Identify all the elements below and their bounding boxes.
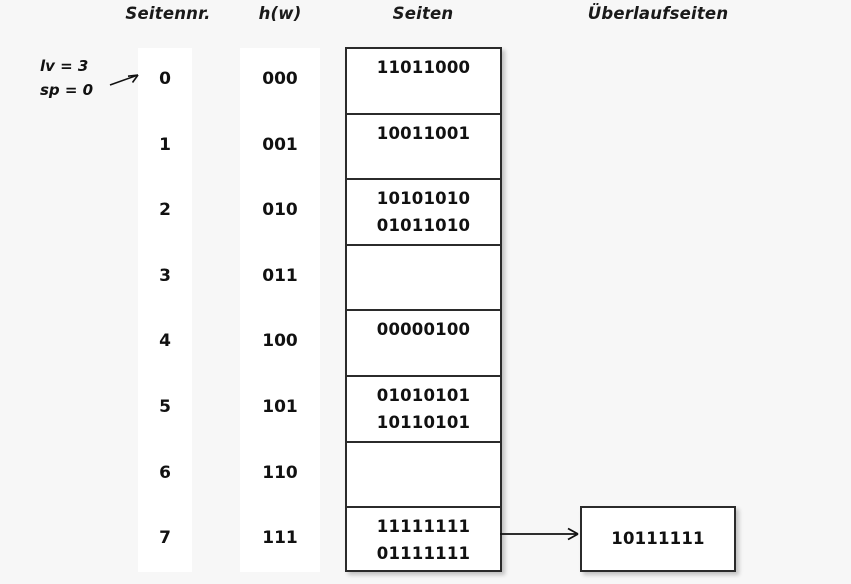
page-row — [347, 443, 500, 509]
column-header-seiten: Seiten — [392, 4, 454, 23]
page-row: 01010101 10110101 — [347, 377, 500, 443]
page-row: 11111111 01111111 — [347, 508, 500, 574]
hw-column-band — [240, 48, 320, 572]
hw-cell: 011 — [262, 265, 298, 286]
level-split-annotation: lv = 3 sp = 0 — [40, 54, 136, 102]
seitennr-cell: 0 — [159, 69, 171, 89]
seitennr-cell: 6 — [159, 462, 171, 483]
page-row: 10011001 — [347, 115, 500, 181]
page-entry: 10011001 — [376, 123, 471, 143]
hw-cell: 101 — [262, 397, 298, 417]
page-row: 10101010 01011010 — [347, 180, 500, 246]
seitennr-cell: 1 — [159, 134, 171, 155]
column-header-ueberlaufseiten: Überlaufseiten — [587, 4, 729, 23]
hw-cell: 010 — [262, 200, 298, 221]
seitennr-column-band — [138, 48, 192, 572]
seitennr-cell: 2 — [159, 200, 171, 221]
page-entry: 11011000 — [376, 58, 471, 77]
seitennr-cell: 7 — [159, 528, 171, 549]
seitennr-cell: 4 — [159, 331, 171, 352]
hw-cell: 000 — [262, 69, 298, 89]
page-row: 11011000 — [347, 49, 500, 115]
annotation-lv: lv = 3 — [40, 57, 89, 75]
page-entry: 01010101 — [376, 386, 471, 405]
page-row: 00000100 — [347, 311, 500, 377]
hw-cell: 110 — [262, 462, 298, 483]
page-row — [347, 246, 500, 312]
seitennr-cell: 5 — [159, 397, 171, 417]
overflow-page-box: 10111111 — [580, 506, 736, 572]
hw-cell: 111 — [262, 528, 298, 549]
arrow-right-icon — [109, 74, 139, 86]
hw-cell: 100 — [262, 331, 298, 352]
page-entry: 00000100 — [376, 320, 471, 340]
page-entry: 10101010 — [376, 189, 471, 209]
page-entry: 11111111 — [376, 517, 471, 537]
page-entry: 10110101 — [376, 413, 471, 432]
column-header-hw: h(w) — [258, 4, 302, 23]
annotation-sp: sp = 0 — [40, 81, 94, 99]
page-entry: 01011010 — [376, 216, 471, 236]
page-entry: 01111111 — [376, 544, 471, 564]
seitennr-cell: 3 — [159, 265, 171, 286]
overflow-page-entry: 10111111 — [611, 529, 705, 548]
pages-box: 11011000 10011001 10101010 01011010 00000100… — [345, 47, 502, 572]
arrow-right-icon — [500, 527, 579, 541]
column-header-seitennr: Seitennr. — [125, 4, 211, 23]
hw-cell: 001 — [262, 134, 298, 155]
